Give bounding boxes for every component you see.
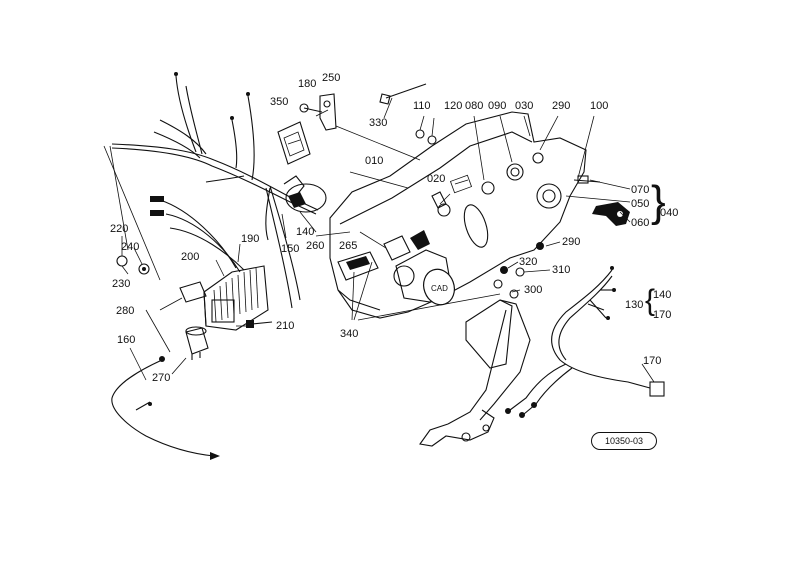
label-265: 265 — [339, 240, 358, 252]
label-080: 080 — [465, 100, 484, 112]
label-190: 190 — [241, 233, 260, 245]
label-050: 050 — [631, 198, 650, 210]
label-250: 250 — [322, 72, 341, 84]
label-290-top: 290 — [552, 100, 571, 112]
label-310: 310 — [552, 264, 571, 276]
label-350: 350 — [270, 96, 289, 108]
label-170: 170 — [643, 355, 662, 367]
label-280: 280 — [116, 305, 135, 317]
label-110: 110 — [413, 100, 431, 112]
regulator-rectifier — [179, 265, 269, 331]
label-070: 070 — [631, 184, 650, 196]
label-270: 270 — [152, 372, 171, 384]
hardware-nuts — [116, 103, 544, 299]
label-290-right: 290 — [562, 236, 581, 248]
main-wiring-harness — [111, 72, 327, 309]
label-130-170: 170 — [653, 309, 672, 321]
label-060: 060 — [631, 217, 650, 229]
brace-130: { — [645, 284, 656, 317]
bracket-clip — [319, 93, 337, 131]
label-210: 210 — [276, 320, 295, 332]
switch-knob — [383, 230, 430, 261]
label-220: 220 — [110, 223, 129, 235]
label-200: 200 — [181, 251, 200, 263]
label-160: 160 — [117, 334, 136, 346]
label-130-140: 140 — [653, 289, 672, 301]
label-260: 260 — [306, 240, 325, 252]
label-150: 150 — [281, 243, 300, 255]
label-300: 300 — [524, 284, 543, 296]
svg-text:CAD: CAD — [431, 284, 448, 293]
label-140: 140 — [296, 226, 315, 238]
label-240: 240 — [121, 241, 140, 253]
reference-number: 10350-03 — [591, 432, 657, 450]
label-340: 340 — [340, 328, 359, 340]
panel-bracket — [337, 251, 379, 281]
relay-unit — [185, 326, 209, 360]
label-230: 230 — [112, 278, 131, 290]
indicator-lamp — [431, 191, 447, 209]
label-100: 100 — [590, 100, 609, 112]
leader-lines — [103, 97, 655, 383]
steering-column-support — [419, 299, 531, 447]
instrument-panel-housing — [329, 111, 587, 319]
hour-meter-gauge: CAD — [393, 249, 455, 306]
label-040: 040 — [660, 207, 679, 219]
brace-040: } — [651, 177, 666, 226]
label-010: 010 — [365, 155, 384, 167]
lead-wire — [111, 356, 220, 460]
label-330: 330 — [369, 117, 388, 129]
regulator-wires — [150, 196, 245, 273]
label-090: 090 — [488, 100, 507, 112]
label-180: 180 — [298, 78, 317, 90]
ignition-key — [573, 175, 630, 226]
label-130: 130 — [625, 299, 644, 311]
label-020: 020 — [427, 173, 446, 185]
label-120: 120 — [444, 100, 463, 112]
cover-plate — [277, 121, 311, 165]
sub-harness — [505, 266, 665, 418]
label-320: 320 — [519, 256, 538, 268]
label-030: 030 — [515, 100, 534, 112]
